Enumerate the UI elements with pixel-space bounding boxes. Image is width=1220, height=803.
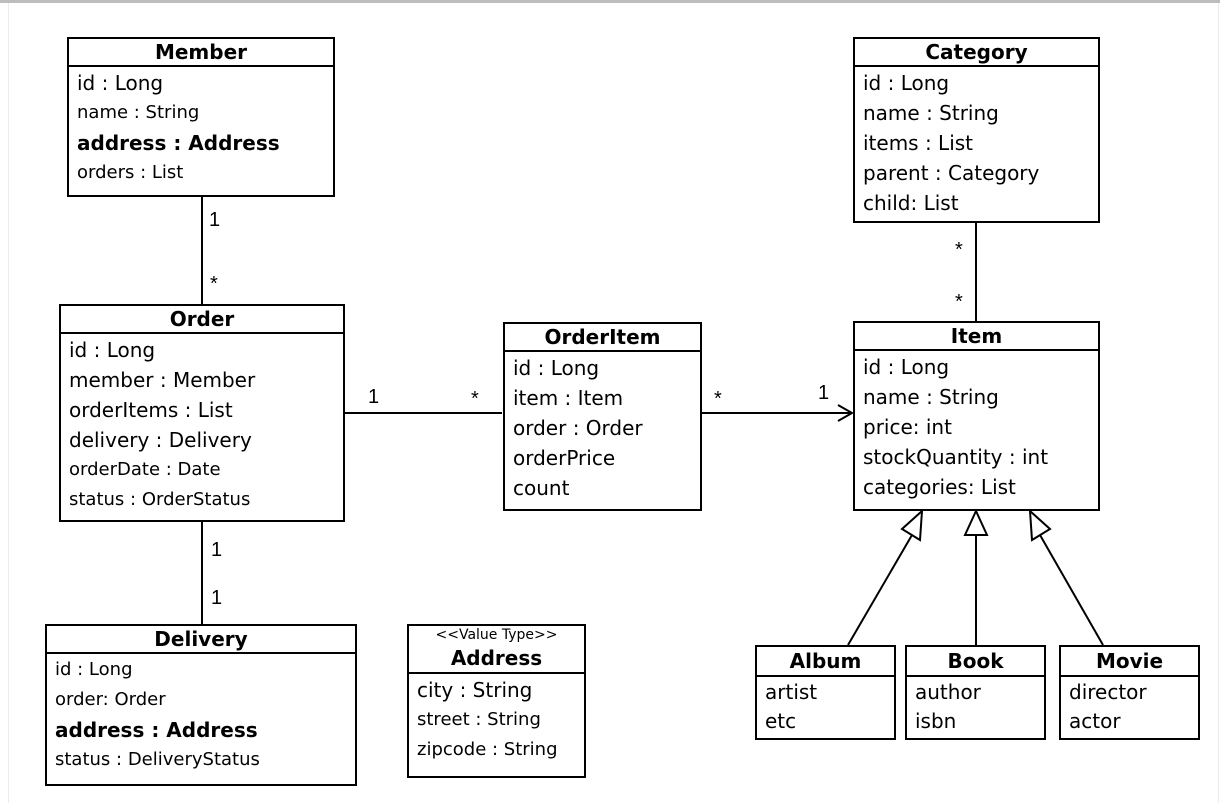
attribute: count — [513, 476, 570, 500]
attribute-list: id : Long item : Item order : Order orde… — [505, 352, 700, 503]
multiplicity-orderitem-from-order: * — [471, 388, 479, 410]
attribute: order: Order — [55, 689, 166, 710]
attribute: id : Long — [863, 71, 950, 95]
attribute: orderDate : Date — [69, 459, 221, 480]
attribute: status : OrderStatus — [69, 489, 251, 510]
attribute: artist — [765, 680, 818, 704]
class-member: Member id : Long name : String address :… — [67, 37, 335, 197]
attribute: item : Item — [513, 386, 624, 410]
attribute: parent : Category — [863, 161, 1040, 185]
generalization-triangle-movie — [1028, 508, 1052, 542]
attribute: delivery : Delivery — [69, 428, 252, 452]
attribute: address : Address — [77, 131, 280, 155]
class-name: Movie — [1061, 647, 1198, 677]
attribute-list: id : Long member : Member orderItems : L… — [61, 334, 343, 515]
class-delivery: Delivery id : Long order: Order address … — [45, 624, 357, 786]
attribute-list: artist etc — [757, 677, 894, 736]
class-name: Item — [855, 323, 1098, 351]
window-left-border — [8, 3, 9, 803]
class-address: <<Value Type>> Address city : String str… — [407, 624, 586, 778]
attribute: author — [915, 680, 981, 704]
multiplicity-item-from-orderitem: 1 — [818, 382, 830, 404]
attribute: id : Long — [513, 356, 600, 380]
class-category: Category id : Long name : String items :… — [853, 37, 1100, 223]
class-order: Order id : Long member : Member orderIte… — [59, 304, 345, 522]
class-movie: Movie director actor — [1059, 645, 1200, 740]
attribute-list: author isbn — [907, 677, 1044, 736]
attribute: street : String — [417, 709, 541, 730]
multiplicity-member-end: 1 — [209, 209, 221, 231]
window-right-border — [1218, 3, 1219, 803]
attribute: member : Member — [69, 368, 256, 392]
attribute: items : List — [863, 131, 974, 155]
generalization-triangle-book — [963, 508, 989, 536]
multiplicity-item-from-category: * — [955, 291, 963, 313]
class-book: Book author isbn — [905, 645, 1046, 740]
attribute: price: int — [863, 415, 952, 439]
attribute: child: List — [863, 191, 959, 215]
album-generalization — [847, 534, 913, 646]
class-name: Order — [61, 306, 343, 334]
attribute: isbn — [915, 709, 957, 733]
attribute-list: id : Long name : String price: int stock… — [855, 351, 1098, 502]
multiplicity-delivery-from-order: 1 — [211, 587, 223, 609]
attribute: director — [1069, 680, 1147, 704]
class-orderitem: OrderItem id : Long item : Item order : … — [503, 322, 702, 511]
attribute: id : Long — [77, 71, 164, 95]
class-name: Member — [69, 39, 333, 67]
class-name: Album — [757, 647, 894, 677]
attribute: id : Long — [55, 659, 133, 680]
multiplicity-category-end: * — [955, 239, 963, 261]
class-name: Category — [855, 39, 1098, 67]
generalization-triangle-album — [900, 508, 924, 542]
class-name: OrderItem — [505, 324, 700, 352]
attribute: id : Long — [863, 355, 950, 379]
navigability-arrowhead — [837, 404, 855, 422]
attribute-list: id : Long name : String address : Addres… — [69, 67, 333, 188]
attribute: etc — [765, 709, 797, 733]
attribute: id : Long — [69, 338, 156, 362]
attribute: orderItems : List — [69, 398, 233, 422]
attribute: actor — [1069, 709, 1121, 733]
attribute-list: id : Long name : String items : List par… — [855, 67, 1098, 218]
attribute: order : Order — [513, 416, 643, 440]
attribute-list: city : String street : String zipcode : … — [409, 674, 584, 765]
window-top-border — [0, 0, 1220, 3]
attribute: zipcode : String — [417, 739, 558, 760]
attribute: name : String — [863, 101, 999, 125]
class-album: Album artist etc — [755, 645, 896, 740]
attribute: status : DeliveryStatus — [55, 749, 260, 770]
multiplicity-order-end: * — [210, 273, 218, 295]
class-name: Book — [907, 647, 1044, 677]
attribute: stockQuantity : int — [863, 445, 1049, 469]
multiplicity-orderitem-to-item: * — [714, 388, 722, 410]
class-name: Delivery — [47, 626, 355, 654]
multiplicity-order-to-orderitem: 1 — [368, 386, 380, 408]
attribute: orders : List — [77, 162, 184, 183]
attribute: address : Address — [55, 718, 258, 742]
attribute-list: id : Long order: Order address : Address… — [47, 654, 355, 775]
stereotype-label: <<Value Type>> — [435, 627, 558, 643]
class-name: Address — [409, 644, 584, 674]
attribute: city : String — [417, 678, 533, 702]
class-item: Item id : Long name : String price: int … — [853, 321, 1100, 511]
attribute: name : String — [863, 385, 999, 409]
attribute: name : String — [77, 102, 200, 123]
movie-generalization — [1039, 534, 1104, 646]
attribute-list: director actor — [1061, 677, 1198, 736]
attribute: orderPrice — [513, 446, 616, 470]
multiplicity-order-to-delivery: 1 — [211, 539, 223, 561]
attribute: categories: List — [863, 475, 1016, 499]
